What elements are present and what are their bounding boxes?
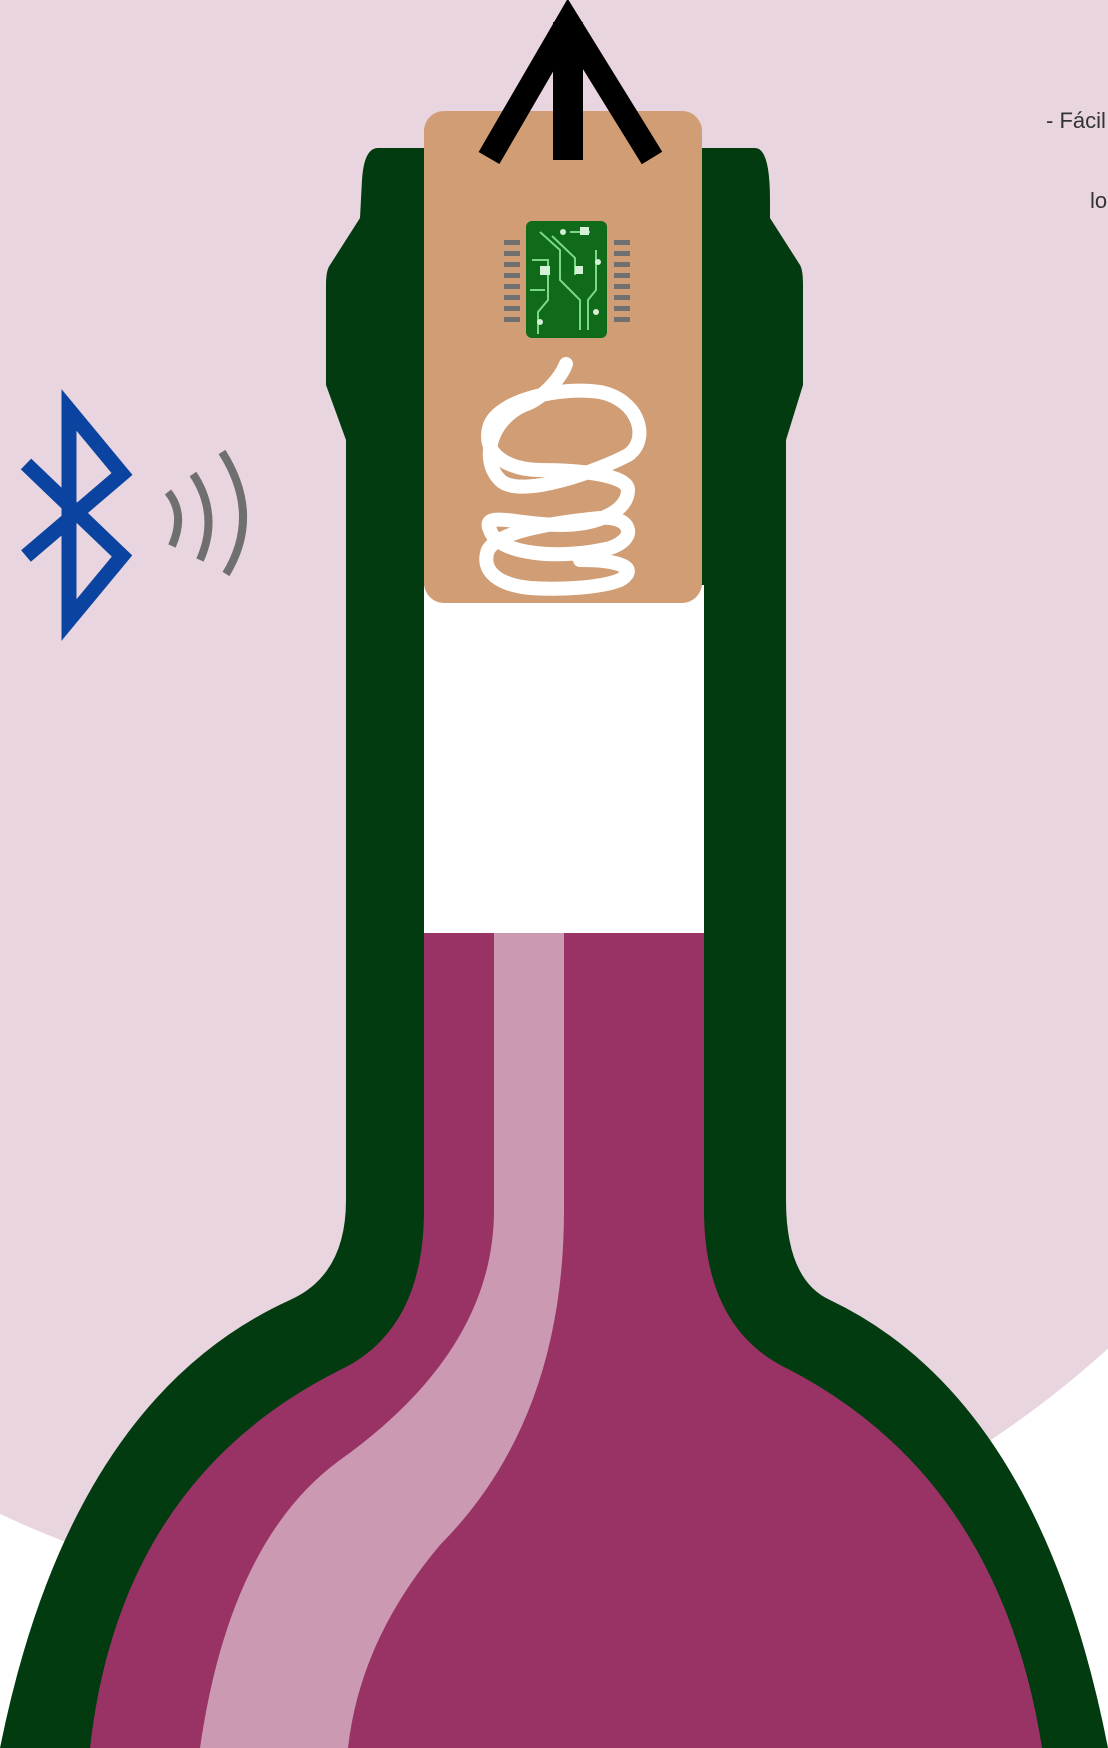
caption-line-2: lo (1090, 188, 1107, 214)
cork-gap (424, 585, 704, 933)
caption-line-1: - Fácil (1046, 108, 1106, 134)
